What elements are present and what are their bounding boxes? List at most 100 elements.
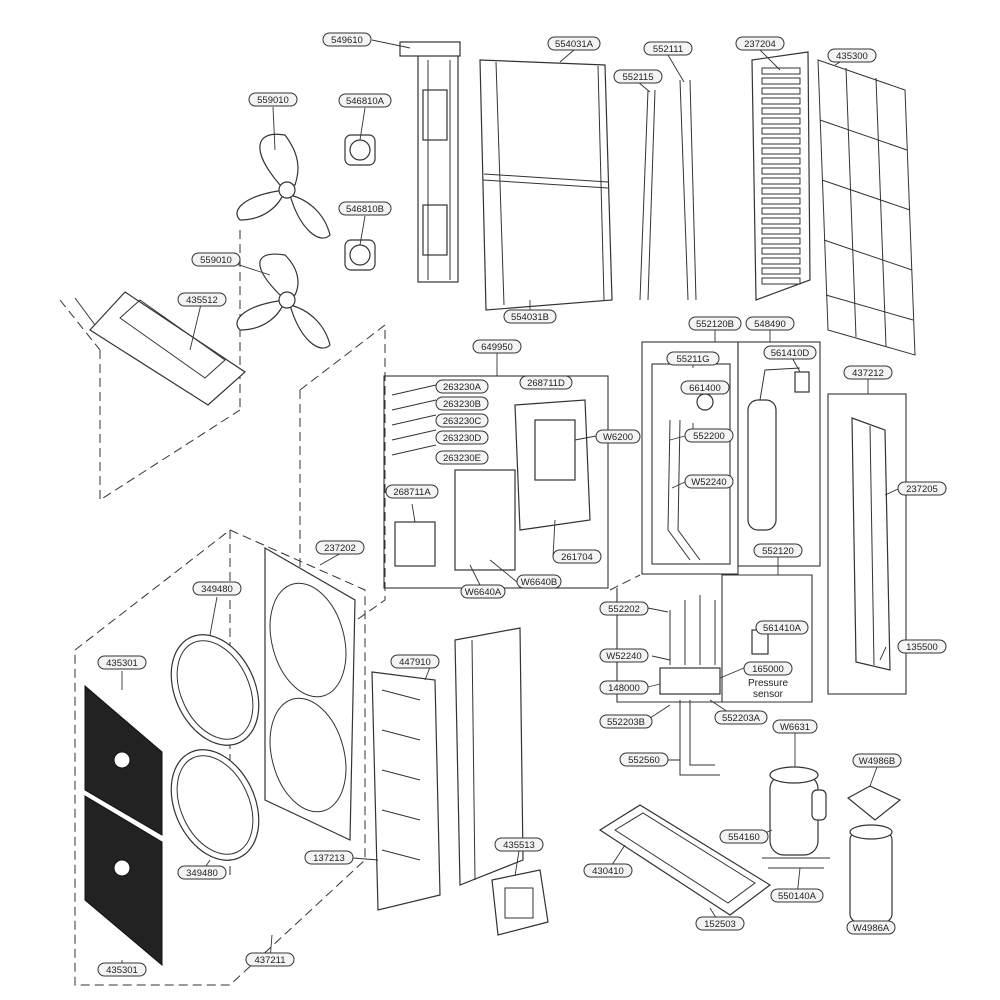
grille-slat <box>761 217 801 225</box>
callout-148000-label: 148000 <box>608 683 640 694</box>
grille-slat <box>761 67 801 75</box>
callout-W4986A-label: W4986A <box>853 923 890 934</box>
callout-546810B: 546810B <box>338 201 392 216</box>
pressure-sensor-note-line1: Pressure <box>748 678 788 689</box>
valve-group <box>667 393 714 561</box>
callout-552203A: 552203A <box>714 710 768 725</box>
grille-slat <box>761 187 801 195</box>
callout-W6640B: W6640B <box>516 574 562 589</box>
grille-slat <box>761 87 801 95</box>
callout-430410-label: 430410 <box>592 866 624 877</box>
callout-W6640A-label: W6640A <box>465 587 502 598</box>
callout-561410A-label: 561410A <box>763 623 802 634</box>
callout-561410D-label: 561410D <box>771 348 810 359</box>
callout-435300-label: 435300 <box>836 51 868 62</box>
callout-349480-lower-label: 349480 <box>186 868 218 879</box>
grille-slat <box>761 197 801 205</box>
grille-slat <box>761 207 801 215</box>
fan-rings <box>170 634 260 861</box>
callout-554031B: 554031B <box>503 309 557 324</box>
grille-slat <box>761 117 801 125</box>
callout-548490: 548490 <box>745 316 795 331</box>
callout-137213-label: 137213 <box>313 853 345 864</box>
grille-slat <box>761 147 801 155</box>
grille-slat <box>761 107 801 115</box>
refrigerant-piping <box>639 79 697 301</box>
callout-549610: 549610 <box>322 32 372 47</box>
callout-548490-label: 548490 <box>754 319 786 330</box>
control-box <box>391 384 591 571</box>
callout-559010-upper-label: 559010 <box>257 95 289 106</box>
callout-349480-upper: 349480 <box>192 581 242 596</box>
callout-263230D-label: 263230D <box>443 433 482 444</box>
callout-137213: 137213 <box>304 850 354 865</box>
callout-237204: 237204 <box>735 36 785 51</box>
callout-546810A: 546810A <box>338 93 392 108</box>
callout-W6200-label: W6200 <box>603 432 633 443</box>
callout-554031B-label: 554031B <box>511 312 549 323</box>
callout-W6200: W6200 <box>595 429 641 444</box>
callout-552120-label: 552120 <box>762 546 794 557</box>
callout-554031A: 554031A <box>547 36 601 51</box>
callout-649950-label: 649950 <box>481 342 513 353</box>
side-panel <box>851 417 891 671</box>
compressor <box>762 766 830 869</box>
grille-slat <box>761 77 801 85</box>
callout-550140A-label: 550140A <box>778 891 817 902</box>
grille-slat <box>761 157 801 165</box>
front-grille-upper <box>84 684 163 836</box>
callout-263230A: 263230A <box>435 379 489 394</box>
callout-W52240-lower: W52240 <box>599 648 649 663</box>
callout-268711A: 268711A <box>385 484 439 499</box>
callout-263230B: 263230B <box>435 396 489 411</box>
grille-slat <box>761 277 801 285</box>
callout-435512-label: 435512 <box>186 295 218 306</box>
top-cover <box>74 291 246 406</box>
callout-554031A-label: 554031A <box>555 39 594 50</box>
callout-649950: 649950 <box>472 339 522 354</box>
wire-guard <box>817 59 916 356</box>
callout-447910: 447910 <box>390 654 440 669</box>
callout-437211-label: 437211 <box>255 955 286 966</box>
callout-559010-lower: 559010 <box>191 252 241 267</box>
pressure-sensor-note-line2: sensor <box>753 689 784 700</box>
callout-549610-label: 549610 <box>331 35 363 46</box>
part-callouts: 549610 554031A 552111 237204 435300 5521… <box>97 32 947 977</box>
callout-554160-label: 554160 <box>728 832 760 843</box>
callout-W6631-label: W6631 <box>780 722 810 733</box>
callout-135500: 135500 <box>897 639 947 654</box>
callout-237204-label: 237204 <box>744 39 776 50</box>
fan-assembly-lower <box>236 239 376 349</box>
callout-148000: 148000 <box>599 680 649 695</box>
callout-165000: 165000 <box>743 661 793 676</box>
grille-slat <box>761 257 801 265</box>
cover-plate <box>491 869 549 936</box>
callout-W4986B-label: W4986B <box>859 756 895 767</box>
front-grille-lower <box>84 795 163 967</box>
callout-435301-lower-label: 435301 <box>106 965 138 976</box>
side-cover <box>371 671 441 911</box>
callout-349480-lower: 349480 <box>177 865 227 880</box>
callout-559010-upper: 559010 <box>248 92 298 107</box>
insulation-pad <box>846 785 902 821</box>
grille-slat <box>761 177 801 185</box>
callout-552120B-label: 552120B <box>696 319 734 330</box>
rear-grille <box>751 51 811 301</box>
grille-slat <box>761 167 801 175</box>
callout-559010-lower-label: 559010 <box>200 255 232 266</box>
grille-slat <box>761 127 801 135</box>
callout-263230C-label: 263230C <box>443 416 482 427</box>
callout-263230E: 263230E <box>435 450 489 465</box>
callout-437212: 437212 <box>843 365 893 380</box>
callout-552202-label: 552202 <box>608 604 640 615</box>
callout-263230B-label: 263230B <box>443 399 481 410</box>
insulation-jacket <box>849 824 893 923</box>
grille-slat <box>761 97 801 105</box>
callout-237205: 237205 <box>897 481 947 496</box>
four-way-valve <box>659 595 769 776</box>
callout-435513: 435513 <box>494 837 544 852</box>
callout-W6631: W6631 <box>772 719 818 734</box>
callout-135500-label: 135500 <box>906 642 938 653</box>
